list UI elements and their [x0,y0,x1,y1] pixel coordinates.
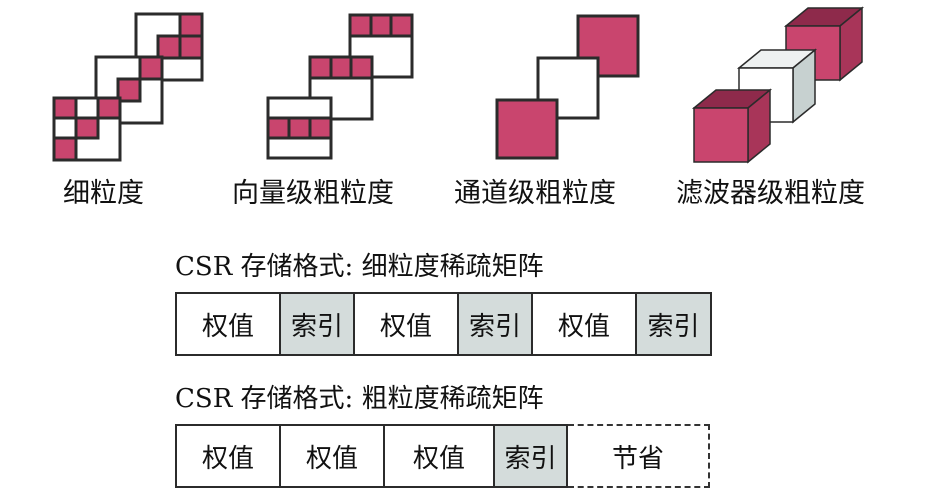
weight-cell: 权值 [177,294,281,354]
caption-fine-grained: 细粒度 [63,178,144,209]
index-cell: 索引 [495,426,568,486]
weight-cell: 权值 [385,426,495,486]
saved-space-cell: 节省 [568,424,710,488]
caption-vector-level: 向量级粗粒度 [232,178,394,209]
coarse-format-title: CSR 存储格式: 粗粒度稀疏矩阵 [175,384,544,414]
fine-format-title: CSR 存储格式: 细粒度稀疏矩阵 [175,252,544,282]
caption-filter-level: 滤波器级粗粒度 [676,178,865,209]
weight-cell: 权值 [281,426,385,486]
fine-csr-row: 权值 索引 权值 索引 权值 索引 [175,292,712,356]
filter-level-icon [691,6,865,164]
weight-cell: 权值 [177,426,281,486]
vector-level-icon [266,13,414,160]
channel-level-icon [495,14,640,160]
index-cell: 索引 [281,294,355,354]
index-cell: 索引 [637,294,710,354]
fine-grained-icon [52,12,204,162]
saved-label: 节省 [611,443,664,474]
weight-cell: 权值 [355,294,459,354]
index-cell: 索引 [459,294,533,354]
weight-cell: 权值 [533,294,637,354]
coarse-csr-row: 权值 权值 权值 索引 [175,424,568,488]
caption-channel-level: 通道级粗粒度 [454,178,616,209]
